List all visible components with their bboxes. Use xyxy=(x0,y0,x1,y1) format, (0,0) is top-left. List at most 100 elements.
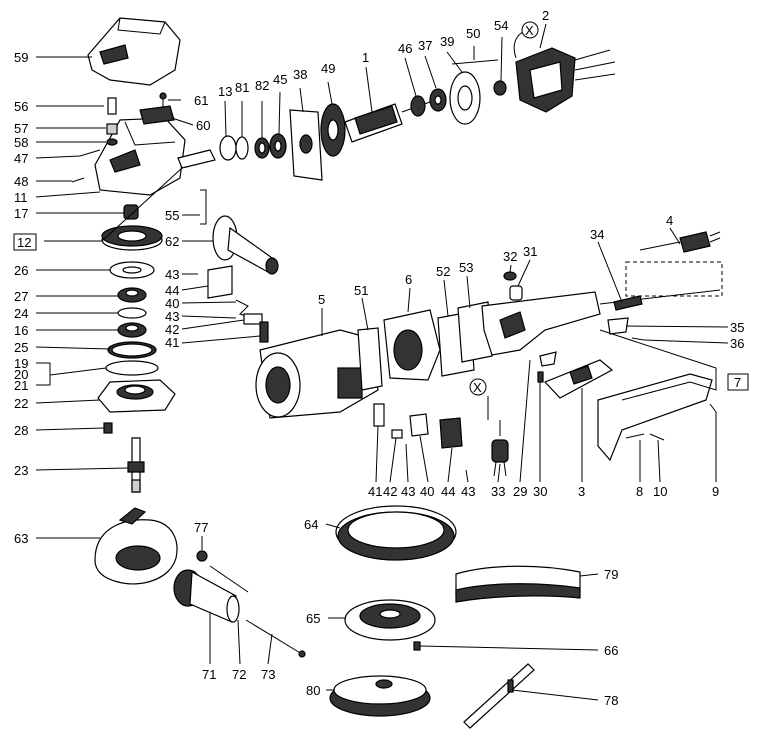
part-nut-32 xyxy=(503,271,517,281)
label: 5 xyxy=(318,292,325,307)
label: 36 xyxy=(730,336,744,351)
part-disc-64 xyxy=(335,505,457,561)
label: 2 xyxy=(542,8,549,23)
label: 43 xyxy=(461,484,475,499)
part-bushing-17 xyxy=(123,204,139,220)
part-pad-65 xyxy=(344,599,436,641)
part-ring-19-20 xyxy=(105,360,159,376)
label: 60 xyxy=(196,118,210,133)
label: 32 xyxy=(503,249,517,264)
part-pin-30 xyxy=(537,371,544,383)
part-end-cap-6 xyxy=(383,309,441,381)
label: 41 xyxy=(165,335,179,350)
label: 20 xyxy=(14,367,28,382)
label: 11 xyxy=(14,190,28,205)
label: 29 xyxy=(513,484,527,499)
label: 43 xyxy=(165,309,179,324)
label: 43 xyxy=(165,267,179,282)
label: 43 xyxy=(401,484,415,499)
label: 44 xyxy=(441,484,455,499)
label: 42 xyxy=(383,484,397,499)
label: 81 xyxy=(235,80,249,95)
label: 53 xyxy=(459,260,473,275)
part-ring-25 xyxy=(107,341,157,359)
part-bearing-16 xyxy=(117,322,147,338)
label: 65 xyxy=(306,611,320,626)
label: 64 xyxy=(304,517,318,532)
part-screws-8-10-9 xyxy=(625,403,717,441)
label: 17 xyxy=(14,206,28,221)
label: 55 xyxy=(165,208,179,223)
part-screw-50 xyxy=(451,59,499,65)
label-box-12 xyxy=(13,233,37,251)
part-screw-28 xyxy=(103,422,113,434)
label: 30 xyxy=(533,484,547,499)
part-washer-26 xyxy=(109,261,155,279)
label: 50 xyxy=(466,26,480,41)
label: 57 xyxy=(14,121,28,136)
part-handle-cover-7 xyxy=(597,373,713,462)
label: 38 xyxy=(293,67,307,82)
part-nut-54 xyxy=(493,80,507,96)
label: 34 xyxy=(590,227,604,242)
part-screw-48 xyxy=(71,177,85,183)
part-clamp-35 xyxy=(607,317,629,335)
label-box-7 xyxy=(727,373,749,391)
label: 1 xyxy=(362,50,369,65)
part-switch-assembly-3 xyxy=(543,359,614,399)
part-switch-29 xyxy=(539,351,557,367)
label: 28 xyxy=(14,423,28,438)
part-capacitor-33 xyxy=(487,396,509,477)
part-guard-63 xyxy=(94,507,178,585)
part-switch-31 xyxy=(509,285,523,301)
label: 24 xyxy=(14,306,28,321)
label: 58 xyxy=(14,135,28,150)
label-boxed: 12 xyxy=(17,235,31,250)
circled-x-2 xyxy=(469,378,487,396)
part-pad-80 xyxy=(329,675,431,717)
part-gear-cover-59 xyxy=(87,17,181,86)
part-spindle-23 xyxy=(127,437,145,493)
part-disc-39 xyxy=(449,71,481,125)
part-plate-42 xyxy=(243,313,263,325)
part-clip-55 xyxy=(200,189,207,225)
part-screw-61 xyxy=(159,92,167,108)
label: 54 xyxy=(494,18,508,33)
part-washer-58 xyxy=(106,138,118,146)
label: 41 xyxy=(368,484,382,499)
label: 21 xyxy=(14,378,28,393)
part-spring-57 xyxy=(106,123,118,135)
part-spindle-gear xyxy=(177,149,216,169)
circled-x-label: X xyxy=(525,23,534,38)
part-gasket-51 xyxy=(357,327,383,391)
part-main-handle xyxy=(481,291,601,356)
label: 26 xyxy=(14,263,28,278)
part-brush-holders-lower xyxy=(373,403,463,449)
label: 22 xyxy=(14,396,28,411)
part-plate-38 xyxy=(289,109,323,181)
part-bearing-45 xyxy=(269,133,287,159)
label: 77 xyxy=(194,520,208,535)
part-clip-41 xyxy=(259,321,269,343)
label: 8 xyxy=(636,484,643,499)
label: 73 xyxy=(261,667,275,682)
leader-lines xyxy=(35,23,729,701)
circled-x-label: X xyxy=(473,380,482,395)
label: 10 xyxy=(653,484,667,499)
part-bearings-46-37 xyxy=(410,88,447,117)
part-ring-24 xyxy=(117,307,147,319)
part-brush-holder-44 xyxy=(207,265,233,299)
label: 4 xyxy=(666,213,673,228)
part-handle-71 xyxy=(173,569,240,623)
label: 79 xyxy=(604,567,618,582)
label: 37 xyxy=(418,38,432,53)
circled-x-1 xyxy=(521,21,539,39)
label: 23 xyxy=(14,463,28,478)
label: 45 xyxy=(273,72,287,87)
label: 35 xyxy=(730,320,744,335)
label: 48 xyxy=(14,174,28,189)
part-field-coil-2 xyxy=(515,47,616,113)
label: 82 xyxy=(255,78,269,93)
label: 40 xyxy=(165,296,179,311)
